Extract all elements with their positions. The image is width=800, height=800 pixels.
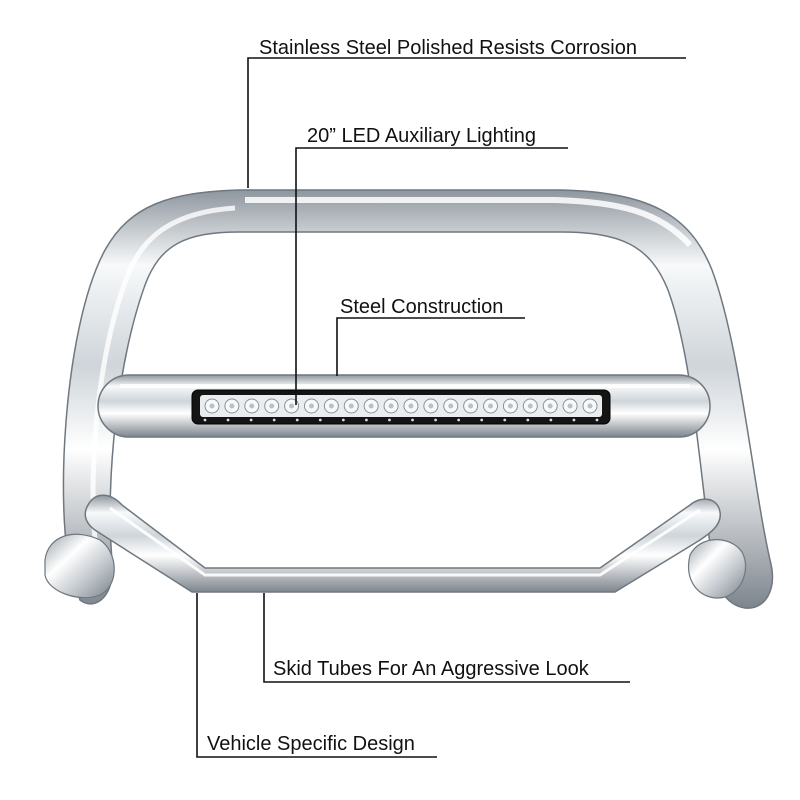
callout-vehicle: Vehicle Specific Design (196, 593, 437, 758)
led-cell-core (348, 403, 354, 409)
led-light-bar (191, 389, 611, 425)
main-hoop-outer (62, 189, 774, 609)
led-cell-core (527, 403, 533, 409)
led-screw (503, 418, 507, 422)
label-stainless: Stainless Steel Polished Resists Corrosi… (259, 37, 637, 59)
led-cell-core (488, 403, 494, 409)
led-screw (457, 418, 461, 422)
led-cell-core (229, 403, 235, 409)
led-screw (411, 418, 414, 422)
callout-led: 20” LED Auxiliary Lighting (295, 125, 568, 405)
led-screw (203, 418, 207, 422)
led-screw (272, 418, 276, 422)
bull-bar (44, 189, 774, 609)
led-cell-core (388, 403, 394, 409)
led-cell-core (209, 403, 215, 409)
led-cell-core (547, 403, 553, 409)
callout-skid: Skid Tubes For An Aggressive Look (263, 593, 630, 683)
led-cell-core (408, 403, 414, 409)
led-screw (295, 418, 299, 422)
label-steel: Steel Construction (340, 296, 503, 318)
leader-led (295, 147, 568, 405)
right-bracket (688, 539, 747, 599)
led-cell-core (289, 403, 295, 409)
skid-tube-highlight (109, 506, 701, 577)
led-screw (480, 418, 484, 422)
leader-stainless (247, 57, 686, 188)
led-screw (388, 418, 391, 422)
left-bracket (44, 533, 115, 599)
led-screw (434, 418, 437, 422)
led-screws (203, 418, 599, 422)
label-skid: Skid Tubes For An Aggressive Look (273, 658, 590, 680)
led-screw (226, 418, 230, 422)
label-led: 20” LED Auxiliary Lighting (307, 125, 536, 147)
led-cell-core (587, 403, 593, 409)
led-cell-core (328, 403, 334, 409)
led-screw (249, 418, 253, 422)
top-tube-highlight (245, 197, 693, 248)
led-screw (595, 418, 599, 422)
led-cell-core (428, 403, 434, 409)
led-cell-core (567, 403, 573, 409)
led-cells (204, 398, 598, 414)
skid-tube (84, 494, 721, 593)
led-cell-core (368, 403, 374, 409)
led-cell-core (269, 403, 275, 409)
led-cell-core (507, 403, 513, 409)
led-cell-core (468, 403, 474, 409)
label-vehicle: Vehicle Specific Design (207, 733, 415, 755)
led-screw (526, 418, 530, 422)
led-screw (365, 418, 368, 422)
left-upright-highlight (90, 205, 236, 541)
led-screw (318, 418, 322, 422)
led-lens (200, 395, 602, 417)
led-screw (572, 418, 576, 422)
led-cell-core (249, 403, 255, 409)
led-cell-core (308, 403, 314, 409)
leader-vehicle (196, 593, 437, 758)
leader-steel (336, 317, 525, 376)
led-screw (341, 418, 345, 422)
leader-skid (263, 593, 630, 683)
callout-stainless: Stainless Steel Polished Resists Corrosi… (247, 37, 686, 188)
callout-steel: Steel Construction (336, 296, 525, 376)
led-screw (549, 418, 553, 422)
led-cell-core (448, 403, 454, 409)
